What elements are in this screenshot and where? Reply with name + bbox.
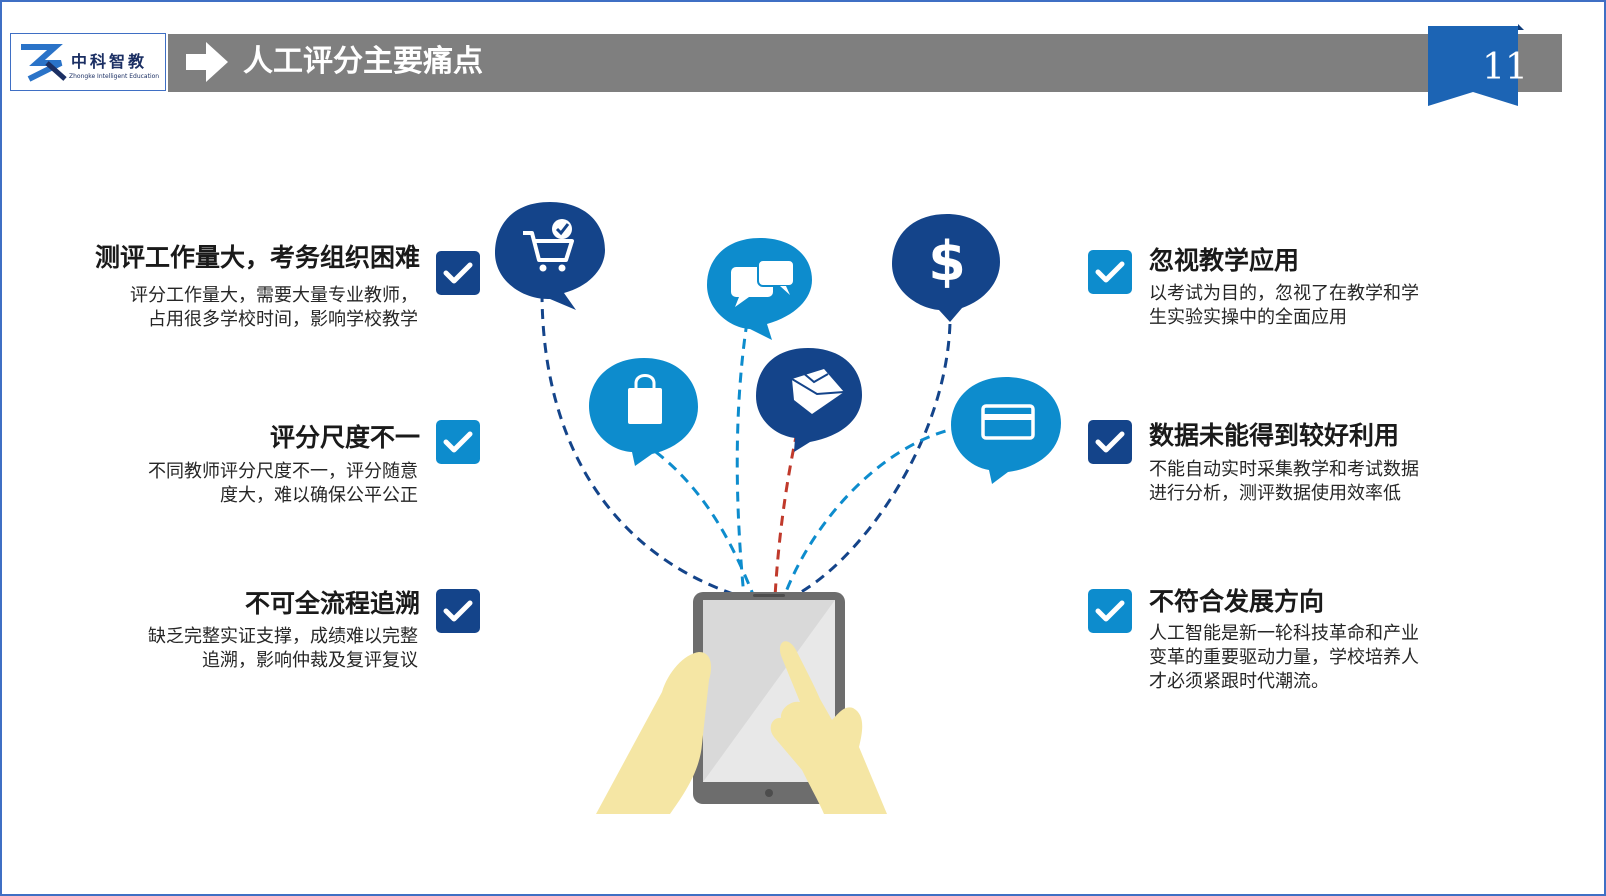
desc-line: 以考试为目的，忽视了在教学和学: [1149, 283, 1419, 304]
connector-dollar: [791, 306, 952, 599]
checkbox-icon: [436, 589, 480, 633]
desc-line: 才必须紧跟时代潮流。: [1149, 671, 1329, 692]
connector-mail: [773, 431, 799, 598]
checkbox-icon: [1088, 250, 1132, 294]
shopping-cart-icon: [495, 202, 605, 310]
item-title-workload: 测评工作量大，考务组织困难: [94, 243, 420, 272]
hands-illustration: [596, 641, 887, 814]
desc-line: 进行分析，测评数据使用效率低: [1149, 483, 1401, 504]
desc-line: 不同教师评分尺度不一，评分随意: [148, 461, 418, 482]
mail-icon: [756, 348, 862, 452]
chat-icon: [707, 238, 812, 340]
item-title-scale: 评分尺度不一: [269, 423, 420, 452]
desc-line: 不能自动实时采集教学和考试数据: [1149, 459, 1419, 480]
company-logo: 中科智教 Zhongke Intelligent Education: [10, 33, 166, 91]
svg-text:$: $: [928, 230, 966, 293]
item-desc-scale: 不同教师评分尺度不一，评分随意 度大，难以确保公平公正: [148, 460, 418, 508]
desc-line: 变革的重要驱动力量，学校培养人: [1149, 647, 1419, 668]
page-number: 11: [1482, 47, 1528, 88]
desc-line: 缺乏完整实证支撑，成绩难以完整: [148, 626, 418, 647]
page-number-ribbon: [1428, 24, 1524, 106]
item-desc-development: 人工智能是新一轮科技革命和产业 变革的重要驱动力量，学校培养人 才必须紧跟时代潮…: [1149, 622, 1419, 694]
item-title-development: 不符合发展方向: [1149, 587, 1325, 616]
logo-subtext: Zhongke Intelligent Education: [69, 73, 160, 80]
checkbox-icon: [436, 420, 480, 464]
credit-card-icon: [951, 377, 1061, 484]
checkbox-icon: [1088, 589, 1132, 633]
dollar-icon: $: [892, 214, 1000, 322]
item-title-trace: 不可全流程追溯: [244, 589, 420, 618]
desc-line: 评分工作量大，需要大量专业教师，: [130, 285, 418, 306]
checkbox-icon: [436, 251, 480, 295]
item-desc-workload: 评分工作量大，需要大量专业教师， 占用很多学校时间，影响学校教学: [130, 284, 418, 332]
connector-bag: [641, 440, 756, 598]
item-title-teaching: 忽视教学应用: [1149, 246, 1300, 275]
item-desc-data: 不能自动实时采集教学和考试数据 进行分析，测评数据使用效率低: [1149, 458, 1419, 506]
desc-line: 度大，难以确保公平公正: [220, 485, 418, 506]
page-title: 人工评分主要痛点: [243, 44, 483, 79]
desc-line: 人工智能是新一轮科技革命和产业: [1149, 623, 1419, 644]
shopping-bag-icon: [589, 358, 698, 466]
connector-chat: [735, 321, 749, 598]
item-desc-teaching: 以考试为目的，忽视了在教学和学 生实验实操中的全面应用: [1149, 282, 1419, 330]
connector-card: [782, 425, 963, 598]
logo-mark: [21, 44, 67, 82]
desc-line: 占用很多学校时间，影响学校教学: [148, 309, 418, 330]
desc-line: 追溯，影响仲裁及复评复议: [202, 650, 418, 671]
logo-text: 中科智教: [71, 52, 148, 71]
connector-cart: [540, 291, 743, 599]
item-title-data: 数据未能得到较好利用: [1149, 421, 1400, 450]
item-desc-trace: 缺乏完整实证支撑，成绩难以完整 追溯，影响仲裁及复评复议: [148, 625, 418, 673]
desc-line: 生实验实操中的全面应用: [1149, 307, 1347, 328]
header-bar: [168, 34, 1562, 92]
arrow-right-icon: [186, 42, 228, 82]
checkbox-icon: [1088, 420, 1132, 464]
